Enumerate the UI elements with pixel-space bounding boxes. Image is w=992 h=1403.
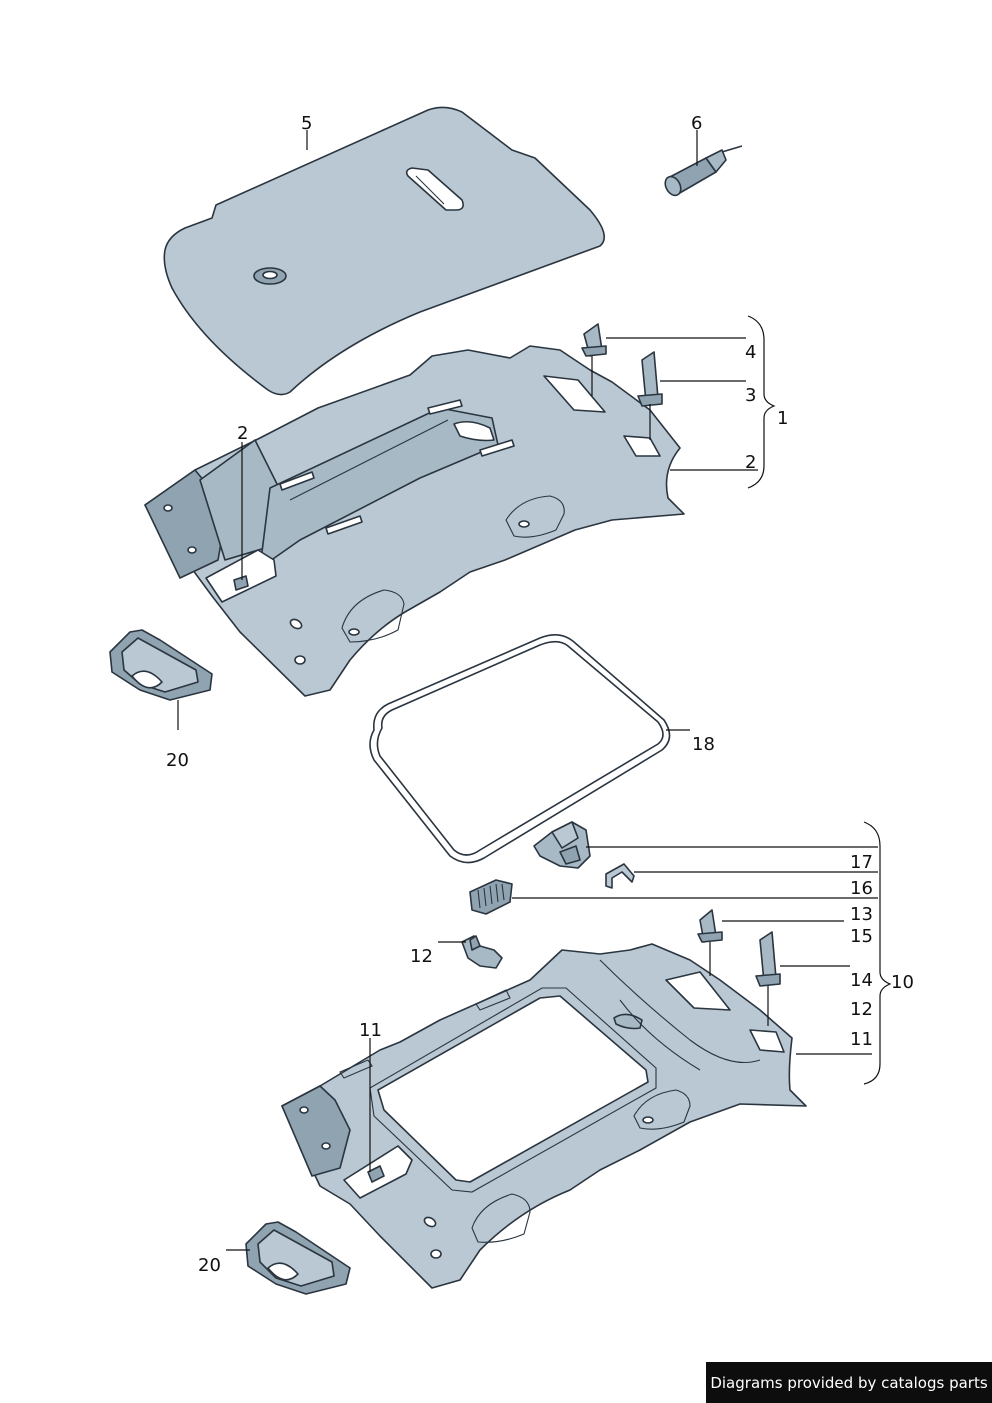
part-14-clip-lower[interactable]	[755, 931, 781, 987]
label-part-12-left: 12	[410, 946, 433, 967]
label-part-13: 13	[850, 904, 873, 925]
footer-credit-text: Diagrams provided by catalogs parts	[710, 1373, 988, 1392]
part-20-cover-lower[interactable]	[245, 1221, 351, 1295]
part-20-cover-upper[interactable]	[109, 629, 213, 701]
part-17-bracket[interactable]	[533, 821, 591, 869]
label-part-14: 14	[850, 970, 873, 991]
label-part-2-top: 2	[237, 423, 248, 444]
label-part-11-left: 11	[359, 1020, 382, 1041]
label-part-6: 6	[691, 113, 702, 134]
part-4-clip-upper[interactable]	[581, 323, 607, 357]
label-part-17: 17	[850, 852, 873, 873]
part-5-insulation-pad[interactable]	[163, 106, 606, 396]
part-labels: 5 6 4 3 1 2 2 20 18 17 16 13 15 12 14 10…	[166, 113, 914, 1276]
label-part-2-right: 2	[745, 452, 756, 473]
footer-credit: Diagrams provided by catalogs parts	[706, 1362, 992, 1403]
part-13-vent[interactable]	[469, 879, 513, 915]
part-11-headliner-lower[interactable]	[281, 943, 807, 1289]
label-part-15: 15	[850, 926, 873, 947]
part-18-seal[interactable]	[369, 634, 671, 864]
label-part-3: 3	[745, 385, 756, 406]
brace-group-10	[863, 821, 892, 1085]
part-3-clip-upper[interactable]	[637, 351, 663, 407]
label-part-12-right: 12	[850, 999, 873, 1020]
leader-lines	[177, 130, 878, 1251]
label-part-10: 10	[891, 972, 914, 993]
label-part-11-right: 11	[850, 1029, 873, 1050]
part-12-holder[interactable]	[461, 935, 503, 969]
label-part-4: 4	[745, 342, 756, 363]
part-15-clip-lower[interactable]	[697, 909, 723, 943]
part-11-connector[interactable]	[367, 1165, 385, 1183]
label-part-18: 18	[692, 734, 715, 755]
label-part-20-lower: 20	[198, 1255, 221, 1276]
label-part-16: 16	[850, 878, 873, 899]
part-2-headliner-upper[interactable]	[144, 345, 685, 697]
brace-group-1	[747, 315, 776, 489]
label-part-1: 1	[777, 408, 788, 429]
label-part-20-upper: 20	[166, 750, 189, 771]
part-6-adhesive-tube[interactable]	[662, 145, 743, 198]
part-16-clip[interactable]	[605, 863, 635, 889]
label-part-5: 5	[301, 113, 312, 134]
